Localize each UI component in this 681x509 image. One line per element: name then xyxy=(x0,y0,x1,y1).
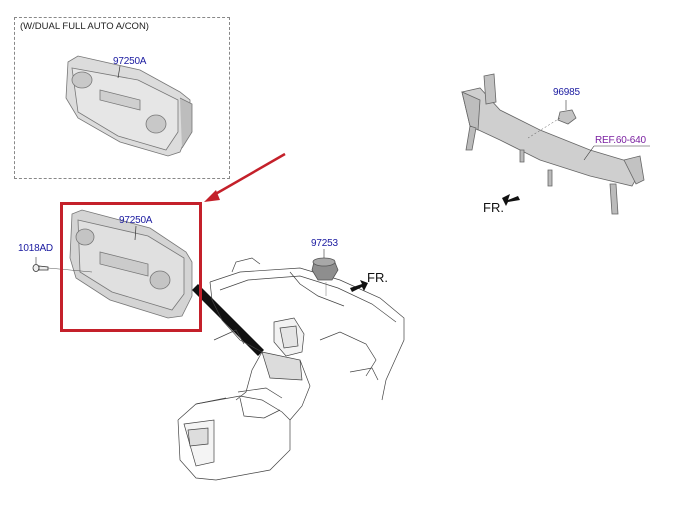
highlight-box xyxy=(60,202,202,332)
bracket-part xyxy=(557,109,577,125)
leader-bar xyxy=(192,284,264,356)
part-label-97250a[interactable]: 97250A xyxy=(119,215,153,226)
sensor-part xyxy=(311,257,339,281)
direction-label-front-2: FR. xyxy=(483,200,504,215)
crossmember-beam xyxy=(461,73,645,215)
option-box xyxy=(14,17,230,179)
part-label-1018ad[interactable]: 1018AD xyxy=(18,243,53,254)
option-box-title: (W/DUAL FULL AUTO A/CON) xyxy=(20,21,149,32)
direction-label-front: FR. xyxy=(367,270,388,285)
screw-fastener xyxy=(32,264,49,272)
climate-control-panel-option xyxy=(65,55,193,157)
fr-arrow-icon xyxy=(350,280,368,292)
pointer-arrow xyxy=(204,152,286,202)
part-label-97250a-option[interactable]: 97250A xyxy=(113,56,147,67)
fr-arrow-icon-2 xyxy=(502,194,520,206)
climate-control-panel xyxy=(69,209,193,319)
reference-label-60-640[interactable]: REF.60-640 xyxy=(595,135,646,146)
part-label-97253[interactable]: 97253 xyxy=(311,238,338,249)
dashboard-assembly xyxy=(177,257,405,481)
part-label-96985[interactable]: 96985 xyxy=(553,87,580,98)
